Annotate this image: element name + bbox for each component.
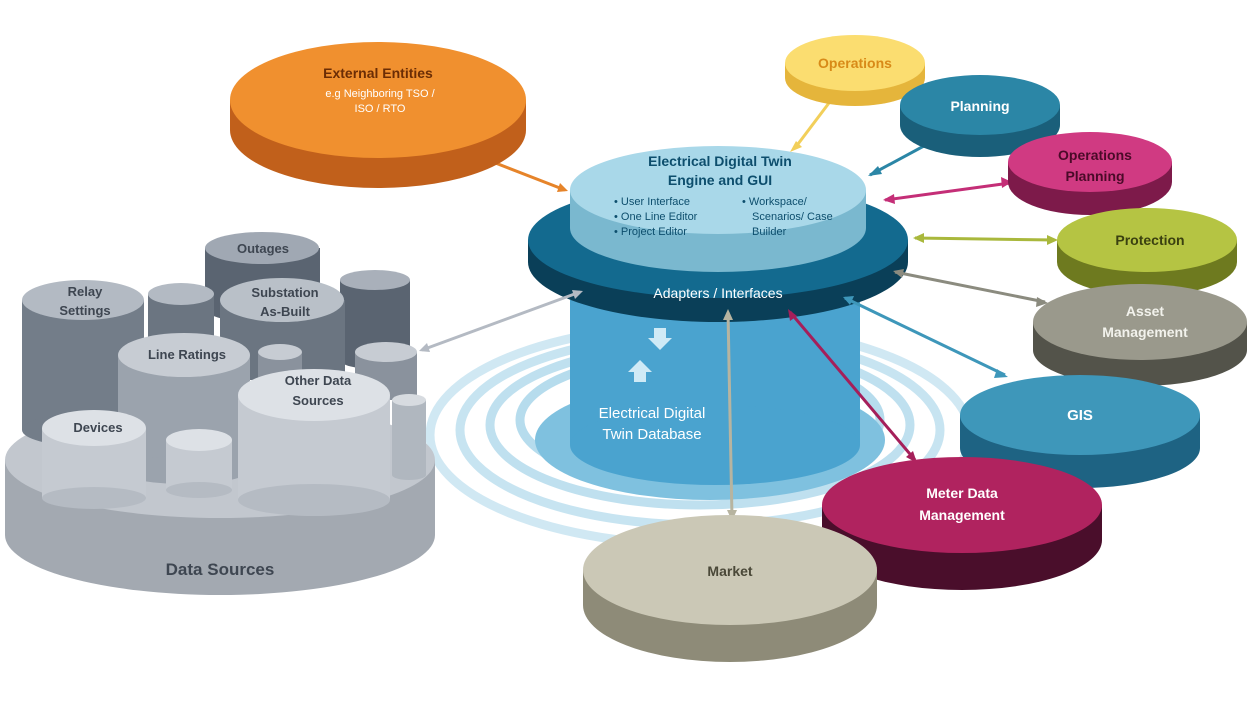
protection-label: Protection [1115,232,1184,248]
engine-item-project-editor: • Project Editor [614,226,687,238]
engine-title-line2: Engine and GUI [668,172,772,188]
devices-label: Devices [73,420,122,435]
meter-data-label-line1: Meter Data [926,485,998,501]
outages-label: Outages [237,241,289,256]
sync-arrows-icon [628,328,672,382]
operations-planning-disc: Operations Planning [1008,132,1172,215]
substation-label-line1: Substation [251,285,318,300]
market-disc: Market [583,515,877,662]
engine-title-line1: Electrical Digital Twin [648,153,792,169]
operations-disc: Operations [785,35,925,106]
data-sources-label: Data Sources [166,560,275,579]
database-label-line1: Electrical Digital [599,405,706,422]
operations-planning-label-line1: Operations [1058,147,1132,163]
operations-label: Operations [818,55,892,71]
devices-cylinder: Devices [42,410,146,509]
external-entities-disc: External Entities e.g Neighboring TSO / … [230,42,526,188]
connector-meter [788,311,917,461]
engine-gui-disc: Electrical Digital Twin Engine and GUI •… [570,146,866,272]
planning-disc: Planning [900,75,1060,157]
asset-management-label-line1: Asset [1126,303,1164,319]
connector-data-sources [421,290,581,352]
protection-disc: Protection [1057,208,1237,296]
adapters-label: Adapters / Interfaces [653,285,782,301]
market-label: Market [707,563,752,579]
relay-settings-label-line1: Relay [68,284,103,299]
database-cylinder: Electrical Digital Twin Database [535,300,885,500]
external-entities-line3: ISO / RTO [355,103,406,115]
asset-management-label-line2: Management [1102,324,1188,340]
other-data-label-line1: Other Data [285,373,352,388]
arrowhead-operations [790,141,802,152]
connector-operations-planning [884,181,1011,202]
external-entities-title: External Entities [323,65,433,81]
small-cylinder-front [166,429,232,498]
connector-gis [844,296,1006,377]
gis-label: GIS [1067,407,1093,424]
engine-item-user-interface: • User Interface [614,196,690,208]
relay-settings-label-line2: Settings [59,303,110,318]
engine-item-one-line-editor: • One Line Editor [614,211,698,223]
database-label-line2: Twin Database [602,426,701,443]
connector-asset [894,270,1046,304]
connector-protection [914,236,1056,242]
engine-item-scenarios: Scenarios/ Case [752,211,833,223]
substation-label-line2: As-Built [260,304,311,319]
data-sources-group: Data Sources Outages Relay Settings [5,232,435,595]
asset-management-disc: Asset Management [1033,284,1247,386]
planning-label: Planning [950,98,1009,114]
connector-market [726,311,734,519]
operations-planning-label-line2: Planning [1065,168,1124,184]
engine-item-builder: Builder [752,226,787,238]
engine-item-workspace: • Workspace/ [742,196,808,208]
other-data-label-line2: Sources [292,393,343,408]
other-data-sources-cylinder: Other Data Sources [238,369,390,516]
external-entities-line2: e.g Neighboring TSO / [325,88,435,100]
meter-data-label-line2: Management [919,507,1005,523]
meter-data-management-disc: Meter Data Management [822,457,1102,590]
thin-cylinder-right [392,394,426,480]
line-ratings-label: Line Ratings [148,347,226,362]
